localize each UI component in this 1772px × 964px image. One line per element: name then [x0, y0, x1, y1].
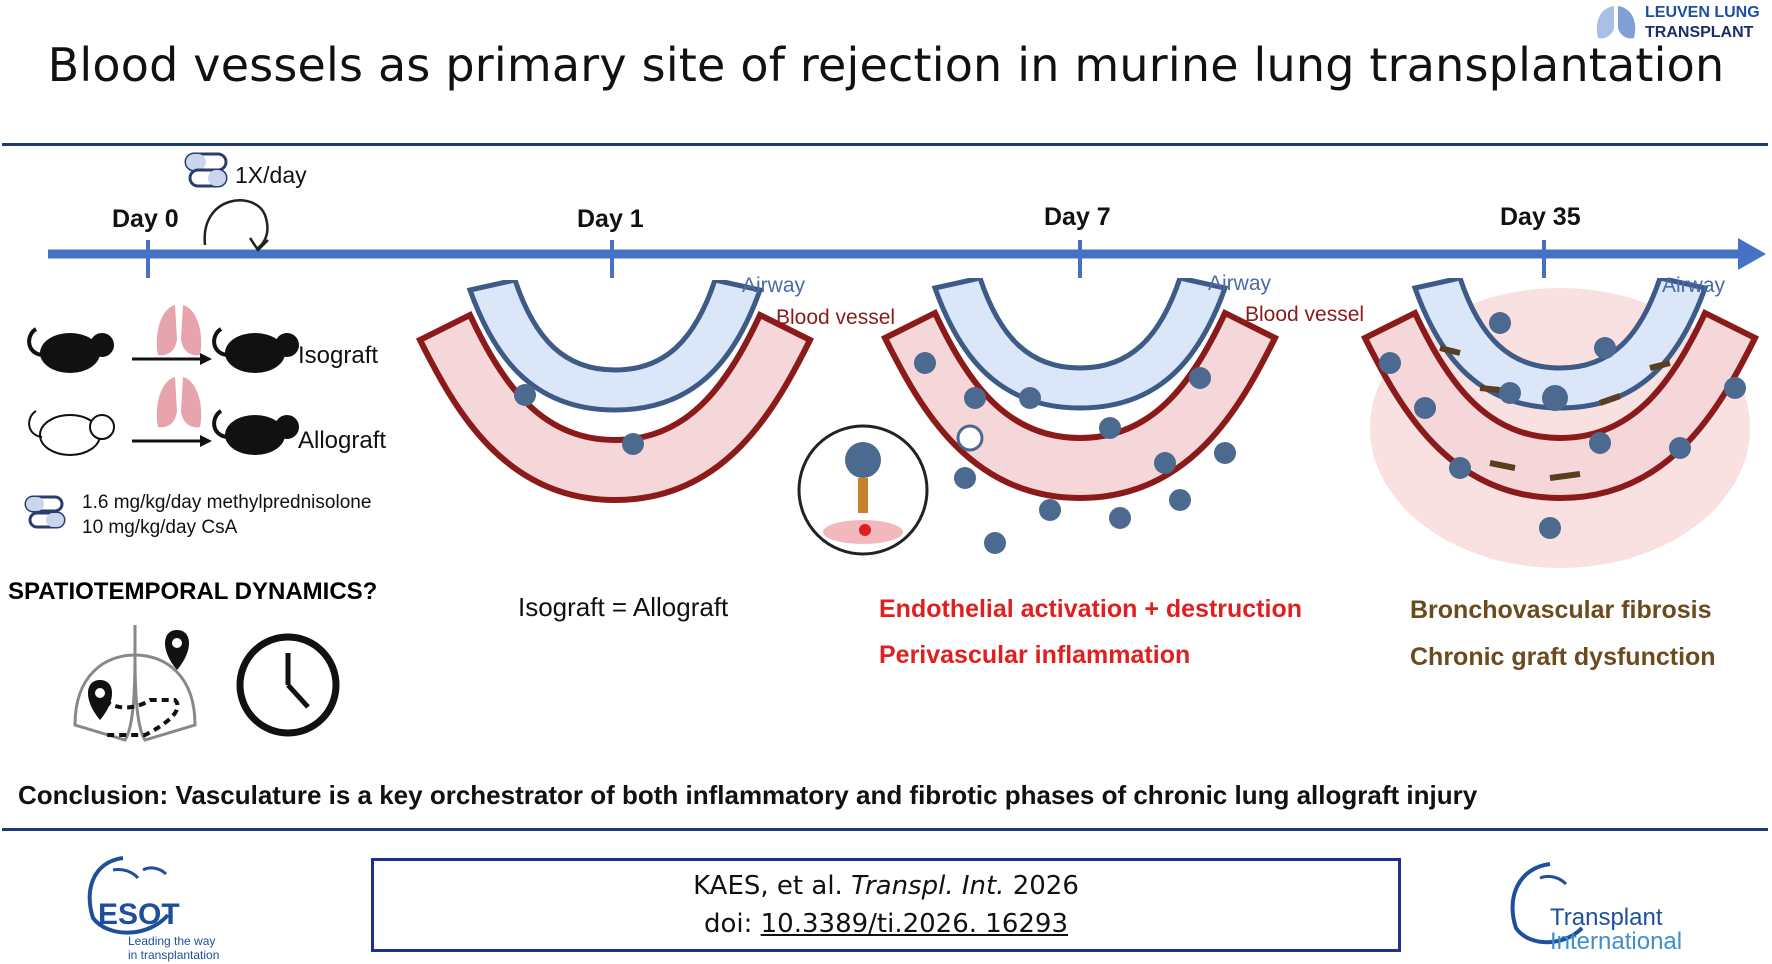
- doi-prefix: doi:: [703, 909, 753, 939]
- day35-finding-1: Bronchovascular fibrosis: [1410, 596, 1712, 624]
- esot-tagline-1: Leading the way: [128, 934, 216, 948]
- day1-vessel-diagram: [415, 280, 815, 504]
- day7-finding-1: Endothelial activation + destruction: [879, 595, 1302, 623]
- transplant-model-diagram: [27, 305, 299, 456]
- drug-dose-2: 10 mg/kg/day CsA: [82, 517, 238, 538]
- lungs-icon: [156, 305, 202, 356]
- dosing-frequency: 1X/day: [235, 162, 307, 188]
- donor-mouse-white-icon: [28, 410, 115, 456]
- day7-vessel-diagram: [880, 278, 1280, 554]
- top-divider: [2, 143, 1768, 146]
- day35-finding-2: Chronic graft dysfunction: [1410, 643, 1716, 671]
- isograft-label: Isograft: [298, 342, 379, 369]
- leuven-logo-line2: TRANSPLANT: [1645, 24, 1754, 41]
- lungs-logo-icon: [1596, 6, 1636, 39]
- pill-icon-2: [24, 495, 66, 529]
- page-title: Blood vessels as primary site of rejecti…: [47, 38, 1725, 92]
- day35-label: Day 35: [1500, 203, 1581, 231]
- conclusion-text: Conclusion: Vasculature is a key orchest…: [18, 780, 1478, 810]
- ti-hands-icon: [1510, 862, 1584, 945]
- ti-line2: International: [1550, 928, 1683, 955]
- lung-map-icon: [73, 625, 197, 742]
- citation-journal: Transpl. Int.: [851, 871, 1005, 901]
- recipient-mouse-black-icon: [212, 327, 299, 373]
- leuven-lung-transplant-logo: LEUVEN LUNG TRANSPLANT: [1590, 2, 1770, 44]
- esot-tagline-2: in transplantation: [128, 948, 220, 962]
- donor-mouse-black-icon: [27, 327, 114, 373]
- day7-blood-vessel-label: Blood vessel: [1245, 303, 1365, 326]
- spatiotemporal-question: SPATIOTEMPORAL DYNAMICS?: [8, 578, 378, 605]
- citation-line: KAES, et al. Transpl. Int. 2026: [374, 871, 1398, 901]
- doi-line: doi: 10.3389/ti.2026. 16293: [374, 909, 1398, 939]
- clock-icon: [236, 633, 340, 737]
- esot-name: ESOT: [98, 898, 180, 931]
- pill-icon: [184, 152, 228, 188]
- citation-year: 2026: [1012, 871, 1079, 901]
- location-pin-icon-2: [164, 630, 190, 670]
- day7-airway-label: Airway: [1208, 272, 1272, 295]
- allograft-label: Allograft: [298, 427, 387, 454]
- lungs-icon-2: [156, 377, 202, 428]
- day0-label: Day 0: [112, 205, 179, 233]
- day1-blood-vessel-label: Blood vessel: [776, 306, 896, 329]
- timeline: [48, 199, 1766, 278]
- day7-label: Day 7: [1044, 203, 1111, 231]
- bottom-divider: [2, 828, 1768, 831]
- timeline-arrowhead: [1738, 238, 1766, 270]
- drug-dose-1: 1.6 mg/kg/day methylprednisolone: [82, 492, 372, 513]
- leuven-logo-line1: LEUVEN LUNG: [1645, 4, 1760, 21]
- day7-finding-2: Perivascular inflammation: [879, 641, 1191, 669]
- day1-label: Day 1: [577, 205, 644, 233]
- location-pin-icon: [87, 680, 113, 720]
- esot-hands-icon: [87, 856, 170, 935]
- doi-link[interactable]: 10.3389/ti.2026. 16293: [760, 909, 1069, 939]
- transplant-international-logo: Transplant International: [1500, 858, 1730, 958]
- endothelial-zoom-inset: [797, 424, 929, 556]
- day1-airway-label: Airway: [742, 274, 806, 297]
- citation-box: KAES, et al. Transpl. Int. 2026 doi: 10.…: [371, 858, 1401, 952]
- day35-airway-label: Airway: [1662, 274, 1726, 297]
- day1-caption: Isograft = Allograft: [518, 592, 729, 622]
- day35-vessel-diagram: [1360, 278, 1760, 568]
- spatiotemporal-icons: [73, 625, 340, 742]
- citation-authors: KAES, et al.: [693, 871, 843, 901]
- repeat-arrow-icon: [203, 199, 269, 249]
- ti-line1: Transplant: [1550, 904, 1663, 931]
- esot-logo: ESOT Leading the way in transplantation: [78, 850, 258, 962]
- recipient-mouse-black-icon-2: [212, 409, 299, 455]
